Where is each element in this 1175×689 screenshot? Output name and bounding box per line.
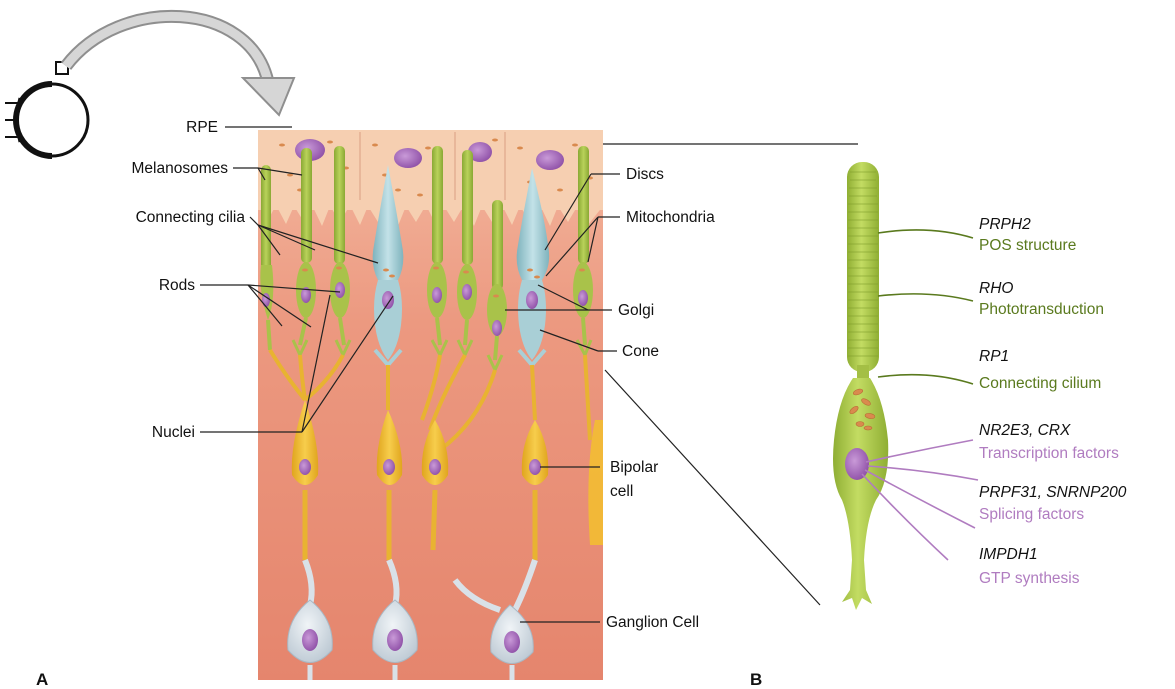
gene-labels: PRPH2 POS structure RHO Phototransductio…: [750, 216, 1127, 689]
label-discs: Discs: [626, 166, 664, 183]
gene-prpf31-snrnp200: PRPF31, SNRNP200: [979, 484, 1127, 501]
function-transcription-factors: Transcription factors: [979, 445, 1119, 462]
gene-impdh1: IMPDH1: [979, 546, 1038, 563]
gene-nr2e3-crx: NR2E3, CRX: [979, 422, 1071, 439]
label-ganglion: Ganglion Cell: [606, 614, 699, 631]
enlarged-rod: [833, 162, 888, 610]
function-phototransduction: Phototransduction: [979, 301, 1104, 318]
gene-rp1: RP1: [979, 348, 1009, 365]
label-cone: Cone: [622, 343, 659, 360]
label-golgi: Golgi: [618, 302, 654, 319]
gene-prph2: PRPH2: [979, 216, 1031, 233]
label-connecting-cilia: Connecting cilia: [136, 209, 246, 226]
label-nuclei: Nuclei: [152, 424, 195, 441]
gene-rho: RHO: [979, 280, 1013, 297]
label-rpe: RPE: [186, 119, 218, 136]
label-bipolar-line2: cell: [610, 483, 633, 500]
retina-section: [258, 130, 603, 680]
label-mitochondria: Mitochondria: [626, 209, 715, 226]
curved-arrow-icon: [66, 16, 294, 115]
function-pos-structure: POS structure: [979, 237, 1076, 254]
function-splicing-factors: Splicing factors: [979, 506, 1084, 523]
function-connecting-cilium: Connecting cilium: [979, 375, 1101, 392]
label-rods: Rods: [159, 277, 195, 294]
panel-label-a: A: [36, 670, 48, 689]
eye-icon: [5, 62, 88, 156]
panel-label-b: B: [750, 670, 762, 689]
gene-connectors: [862, 230, 978, 560]
label-melanosomes: Melanosomes: [132, 160, 229, 177]
function-gtp-synthesis: GTP synthesis: [979, 570, 1080, 587]
label-bipolar-line1: Bipolar: [610, 459, 658, 476]
